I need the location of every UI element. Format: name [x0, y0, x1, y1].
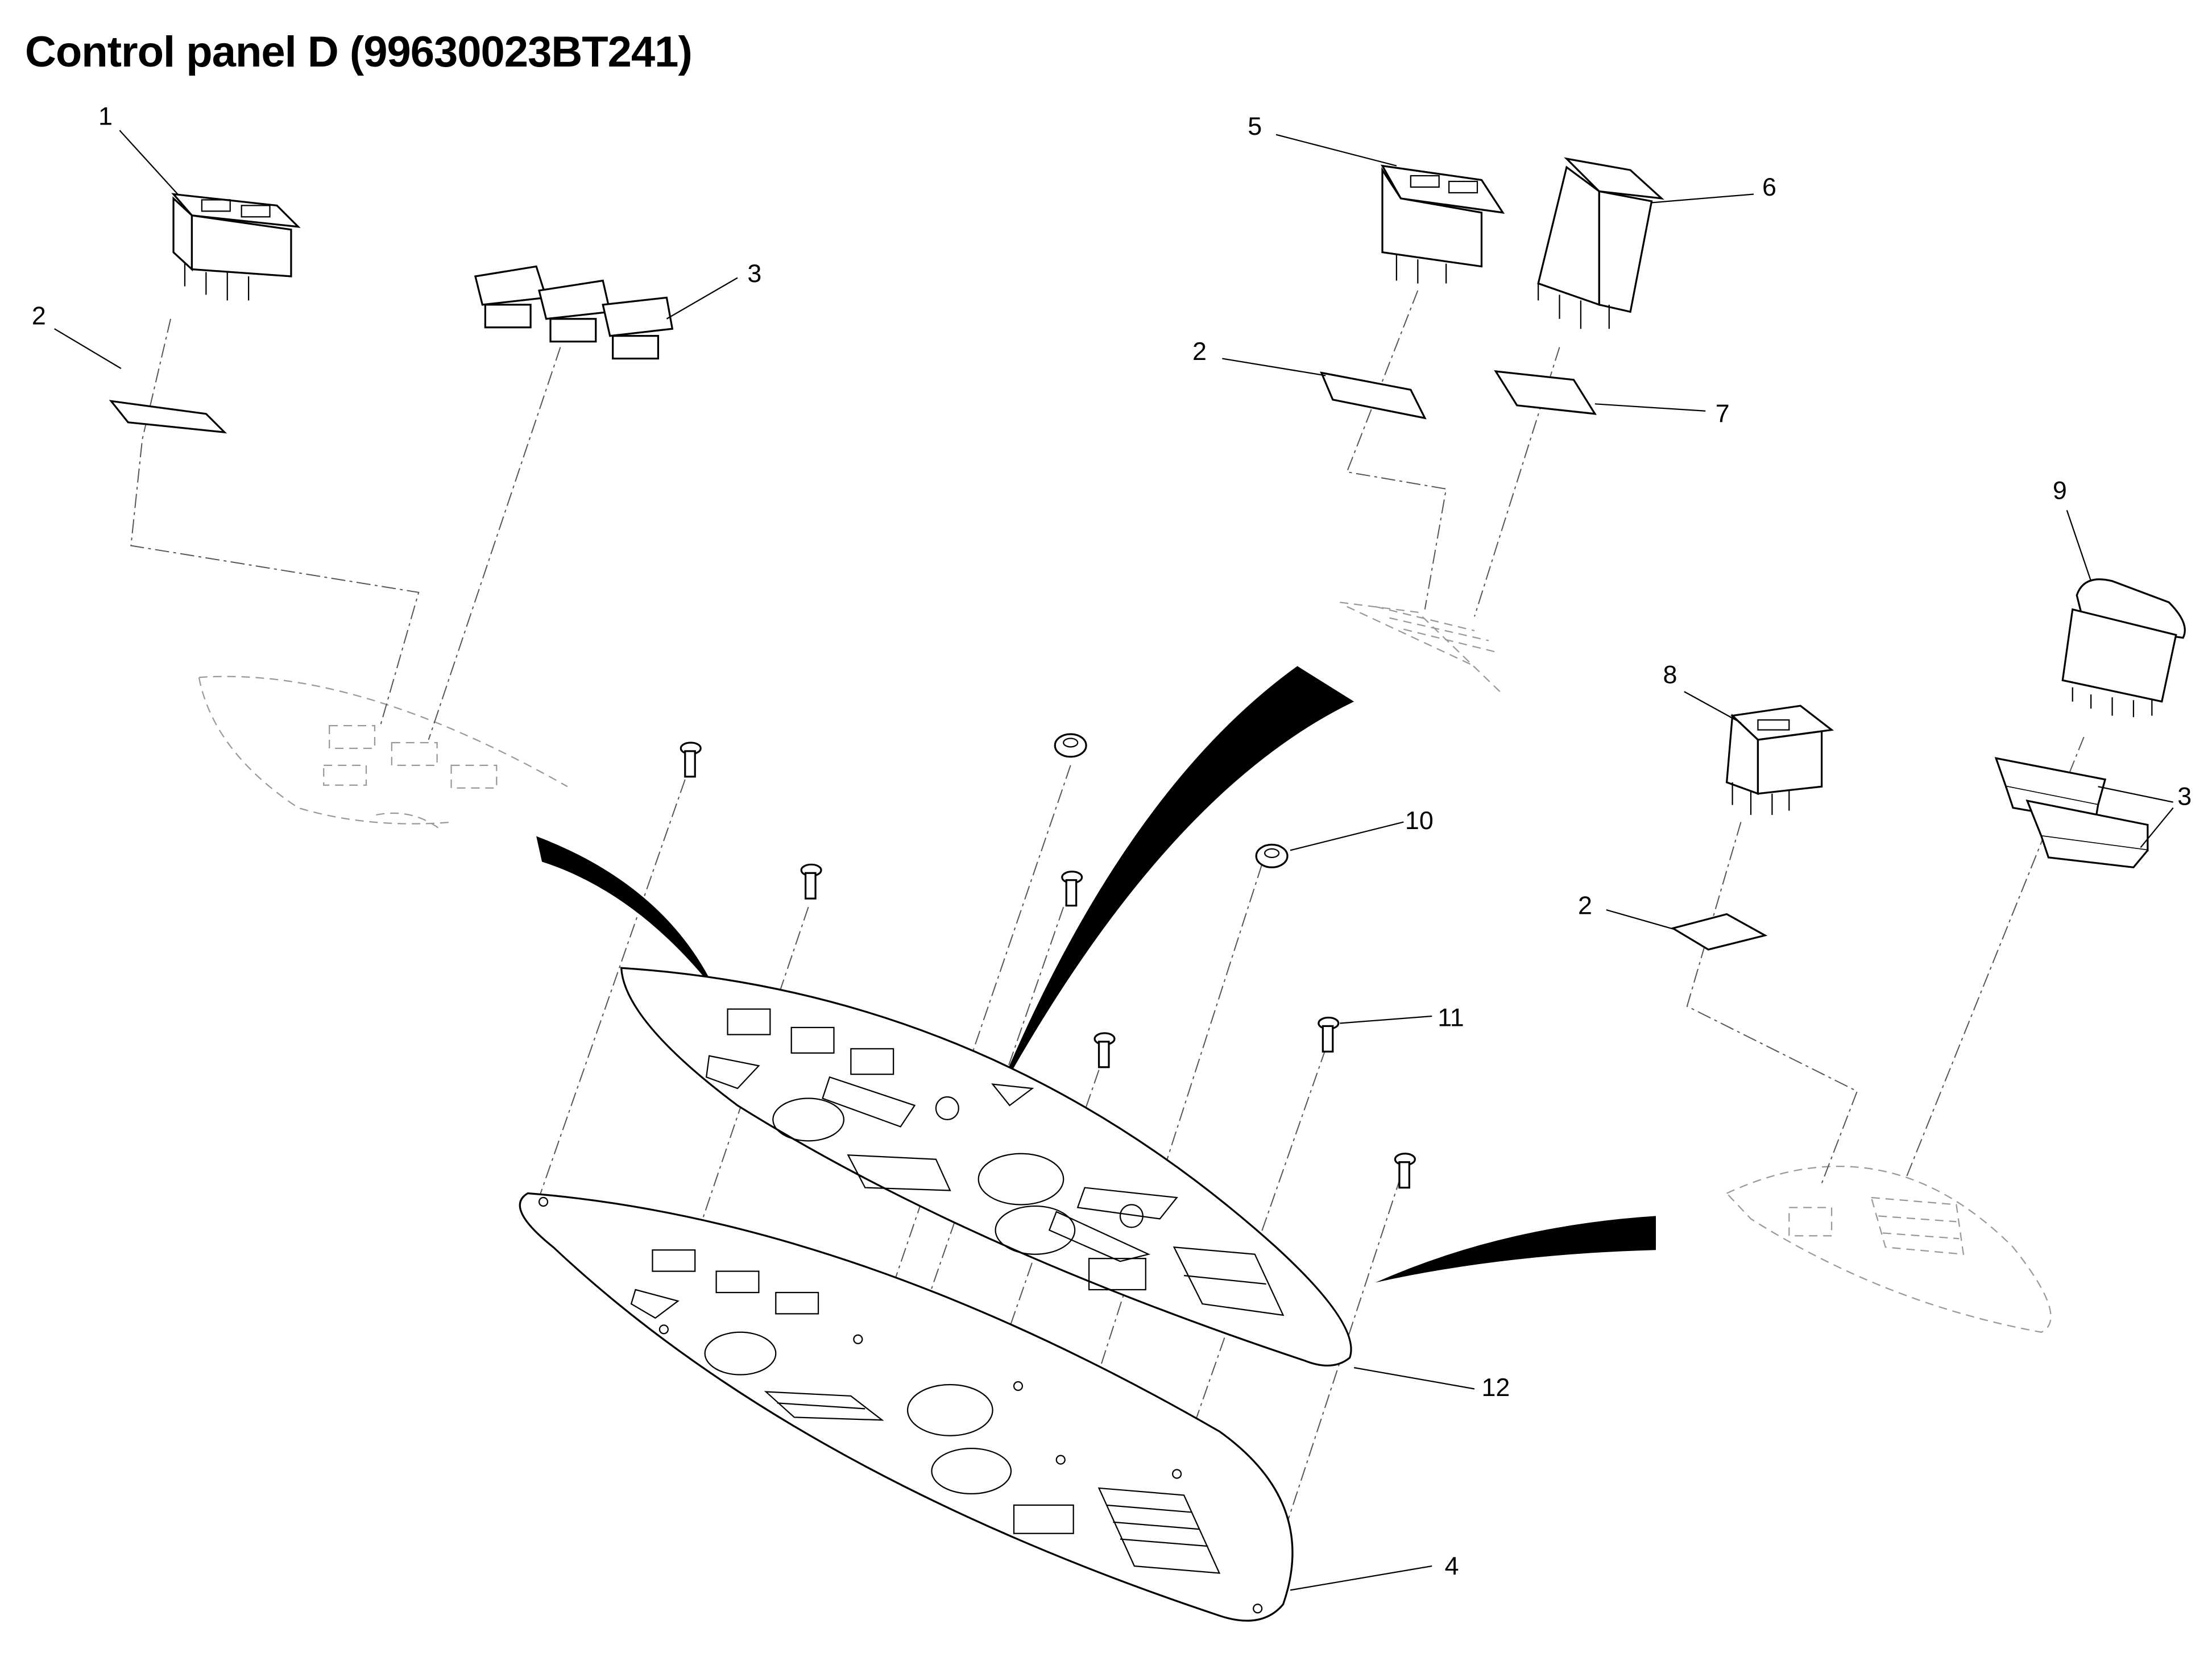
panel-plate-4 — [519, 1192, 1294, 1622]
switch-6 — [1537, 157, 1664, 329]
screw-icon — [1061, 871, 1083, 907]
rocker-switch-8 — [1725, 705, 1834, 815]
gasket-7 — [1494, 370, 1597, 415]
rocker-switch-9 — [2061, 578, 2186, 718]
screws-11 — [680, 742, 1416, 1189]
screw-icon — [1318, 1016, 1340, 1053]
grommets-10 — [1054, 733, 1289, 868]
callout-3: 3 — [747, 259, 761, 288]
break-wedge-right — [1375, 1216, 1656, 1283]
switch-caps-3-left — [474, 265, 674, 360]
callout-leaders — [54, 130, 2174, 1591]
callout-6: 6 — [1762, 172, 1776, 201]
gasket-2-center — [1320, 371, 1427, 420]
screw-icon — [800, 863, 822, 900]
ghost-panel-left — [198, 676, 568, 830]
ghost-panel-right — [1725, 1165, 2052, 1333]
diagram-title: Control panel D (99630023BT241) — [25, 28, 693, 76]
callout-11: 11 — [1438, 1003, 1464, 1032]
rocker-switch-5 — [1380, 164, 1505, 284]
callout-7: 7 — [1716, 399, 1730, 428]
callout-8: 8 — [1663, 660, 1677, 689]
switch-caps-3-right — [1994, 757, 2149, 869]
screw-icon — [1394, 1153, 1416, 1189]
break-wedge-center — [992, 666, 1354, 1106]
screw-icon — [680, 742, 702, 778]
callout-10: 10 — [1405, 806, 1434, 835]
panel-overlay-12 — [620, 967, 1352, 1367]
callout-12: 12 — [1481, 1373, 1510, 1402]
break-wedge-left — [536, 836, 716, 992]
screw-icon — [1093, 1032, 1116, 1068]
callout-1: 1 — [98, 101, 113, 130]
callout-2: 2 — [1578, 891, 1592, 920]
callout-2: 2 — [32, 301, 46, 330]
ghost-panel-top-right — [1340, 602, 1503, 695]
callout-5: 5 — [1248, 111, 1262, 140]
callout-9: 9 — [2053, 475, 2067, 504]
callout-3: 3 — [2177, 782, 2192, 811]
rocker-switch-1 — [171, 193, 301, 301]
callout-2: 2 — [1192, 337, 1207, 366]
gasket-2-left — [109, 400, 227, 434]
gasket-2-right — [1670, 913, 1768, 951]
callout-4: 4 — [1445, 1551, 1459, 1580]
